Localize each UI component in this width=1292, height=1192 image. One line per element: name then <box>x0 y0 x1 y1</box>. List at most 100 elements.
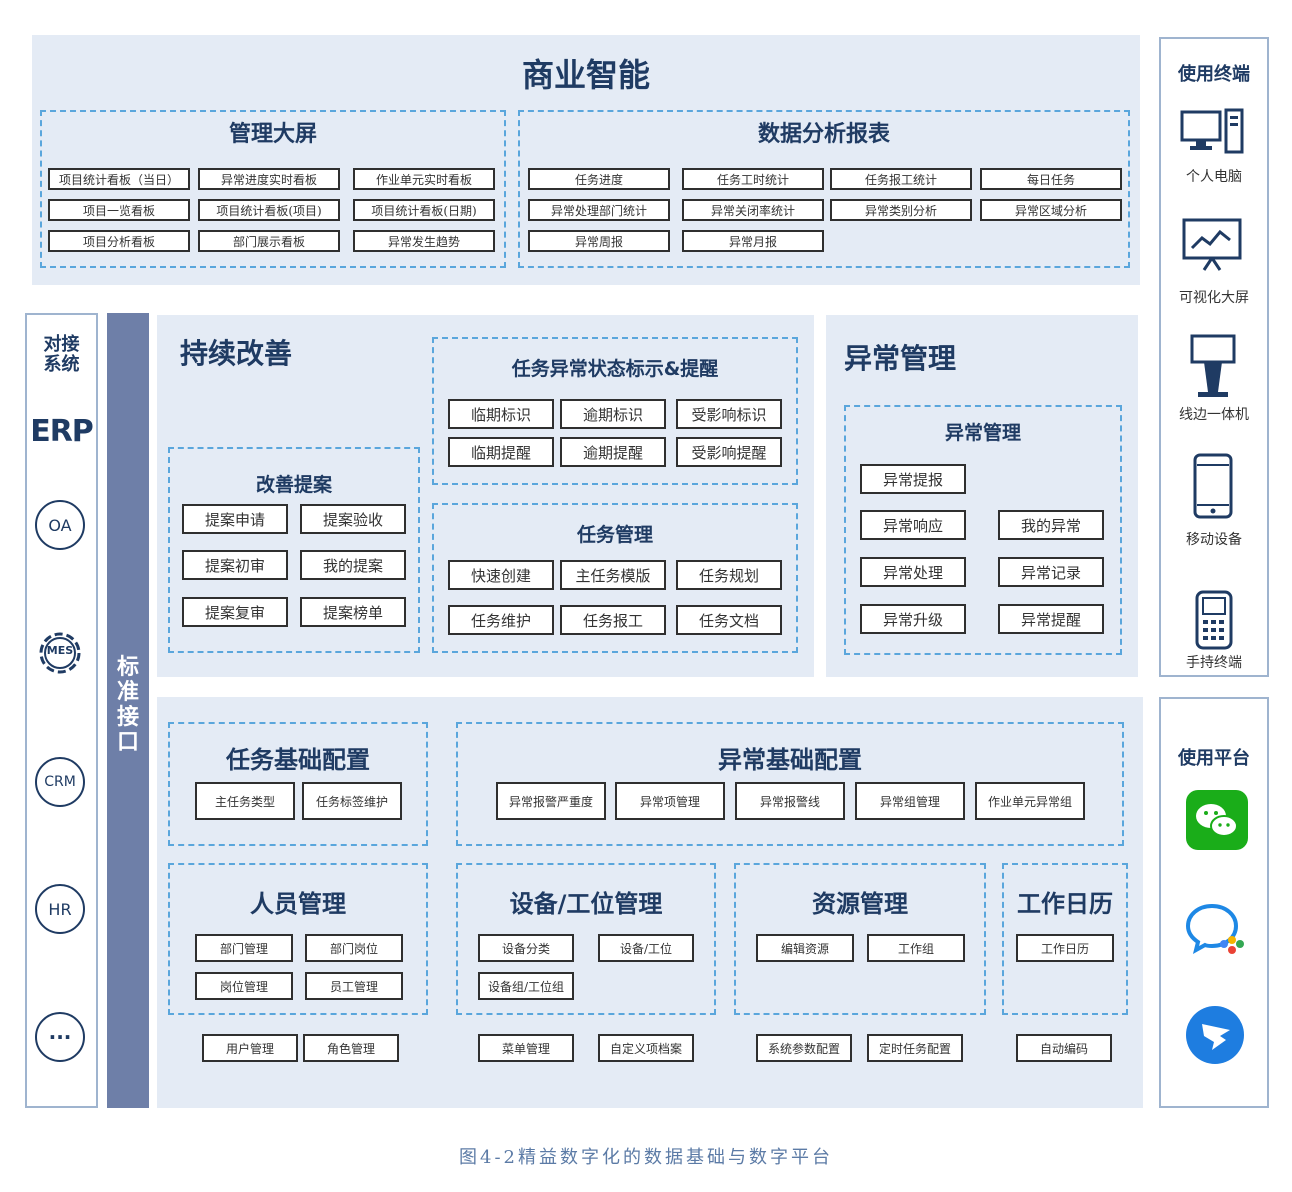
dingtalk-icon <box>1186 1006 1244 1064</box>
abn-base-title: 异常基础配置 <box>718 746 862 774</box>
equipment-item: 设备组/工位组 <box>478 972 574 1000</box>
report-item: 异常月报 <box>682 230 824 252</box>
proposal-item: 提案初审 <box>182 550 288 580</box>
task-mgmt-title: 任务管理 <box>576 524 653 546</box>
abnormal-item: 异常升级 <box>860 604 966 634</box>
proposal-item: 提案榜单 <box>300 597 406 627</box>
task-status-item: 受影响提醒 <box>676 437 782 467</box>
abnormal-item: 异常响应 <box>860 510 966 540</box>
hr-icon: HR <box>35 884 85 934</box>
people-item: 岗位管理 <box>195 972 293 1000</box>
abnormal-item: 异常处理 <box>860 557 966 587</box>
abn-base-item: 异常报警线 <box>735 782 845 820</box>
report-item: 异常处理部门统计 <box>528 199 670 221</box>
report-item: 任务进度 <box>528 168 670 190</box>
report-item: 任务报工统计 <box>830 168 972 190</box>
task-status-group <box>432 337 798 485</box>
terminals-title: 使用终端 <box>1178 64 1250 85</box>
task-status-item: 逾期标识 <box>560 399 666 429</box>
mobile-icon <box>1193 453 1233 519</box>
improve-title: 持续改善 <box>180 337 293 370</box>
task-base-item: 主任务类型 <box>195 782 295 820</box>
wechat-icon <box>1186 790 1248 850</box>
proposal-title: 改善提案 <box>255 474 332 496</box>
task-base-title: 任务基础配置 <box>226 746 370 774</box>
task-mgmt-group <box>432 503 798 653</box>
task-mgmt-item: 任务规划 <box>676 560 782 590</box>
equipment-group <box>456 863 716 1015</box>
task-mgmt-item: 快速创建 <box>448 560 554 590</box>
task-status-title: 任务异常状态标示&提醒 <box>511 358 719 380</box>
platforms-title: 使用平台 <box>1178 748 1250 769</box>
terminal-label: 手持终端 <box>1186 655 1242 671</box>
erp-label: ERP <box>30 414 94 449</box>
task-status-item: 逾期提醒 <box>560 437 666 467</box>
task-status-item: 临期标识 <box>448 399 554 429</box>
dashboard-item: 项目统计看板（当日） <box>48 168 190 190</box>
abnormal-item: 异常提报 <box>860 464 966 494</box>
resource-item: 编辑资源 <box>756 934 854 962</box>
interfaces-title: 对接系统 <box>25 335 98 375</box>
oa-label: OA <box>48 515 72 535</box>
report-item: 任务工时统计 <box>682 168 824 190</box>
task-mgmt-item: 任务维护 <box>448 605 554 635</box>
task-mgmt-item: 任务报工 <box>560 605 666 635</box>
task-mgmt-item: 主任务模版 <box>560 560 666 590</box>
calendar-group <box>1002 863 1128 1015</box>
people-title: 人员管理 <box>250 890 346 918</box>
resource-item: 工作组 <box>867 934 965 962</box>
abn-base-group <box>456 722 1124 846</box>
abn-base-item: 异常报警严重度 <box>496 782 606 820</box>
task-base-item: 任务标签维护 <box>302 782 402 820</box>
terminal-label: 个人电脑 <box>1186 169 1242 185</box>
more-label: ··· <box>48 1025 72 1049</box>
hr-label: HR <box>48 899 72 919</box>
terminal-label: 线边一体机 <box>1179 407 1249 423</box>
proposal-item: 我的提案 <box>300 550 406 580</box>
proposal-group <box>168 447 420 653</box>
system-item: 系统参数配置 <box>756 1034 852 1062</box>
interfaces-sidebar <box>25 313 98 1108</box>
interfaces-title-text: 对接系统 <box>43 334 80 375</box>
report-item: 异常类别分析 <box>830 199 972 221</box>
people-item: 部门岗位 <box>305 934 403 962</box>
equipment-item: 设备/工位 <box>598 934 694 962</box>
std-interface-label: 标准接口 <box>107 655 149 755</box>
abn-base-item: 异常项管理 <box>615 782 725 820</box>
system-item: 自动编码 <box>1016 1034 1112 1062</box>
task-base-group <box>168 722 428 846</box>
proposal-item: 提案验收 <box>300 504 406 534</box>
crm-icon: CRM <box>35 757 85 807</box>
dashboard-item: 项目统计看板(项目) <box>198 199 340 221</box>
abnormal-item: 我的异常 <box>998 510 1104 540</box>
dashboard-item: 作业单元实时看板 <box>353 168 495 190</box>
dashboard-item: 部门展示看板 <box>198 230 340 252</box>
abnormal-item: 异常提醒 <box>998 604 1104 634</box>
mes-icon: MES <box>33 626 87 680</box>
people-group <box>168 863 428 1015</box>
terminal-label: 移动设备 <box>1186 532 1242 548</box>
bi-title: 商业智能 <box>521 56 650 94</box>
more-icon: ··· <box>35 1012 85 1062</box>
handheld-icon <box>1195 590 1233 650</box>
people-item: 员工管理 <box>305 972 403 1000</box>
dashboard-item: 项目一览看板 <box>48 199 190 221</box>
equipment-title: 设备/工位管理 <box>509 890 663 918</box>
dashboard-item: 异常发生趋势 <box>353 230 495 252</box>
std-interface-bar <box>107 313 149 1108</box>
reports-group <box>518 110 1130 268</box>
system-item: 菜单管理 <box>478 1034 574 1062</box>
system-item: 自定义项档案 <box>598 1034 694 1062</box>
dashboard-item: 异常进度实时看板 <box>198 168 340 190</box>
wecom-icon <box>1184 900 1248 960</box>
figure-caption: 图4-2精益数字化的数据基础与数字平台 <box>459 1147 833 1168</box>
report-item: 异常关闭率统计 <box>682 199 824 221</box>
reports-title: 数据分析报表 <box>757 122 890 147</box>
calendar-title: 工作日历 <box>1017 890 1113 918</box>
dashboard-title: 管理大屏 <box>228 122 317 147</box>
system-item: 定时任务配置 <box>867 1034 963 1062</box>
report-item: 异常周报 <box>528 230 670 252</box>
big-screen-icon <box>1182 218 1244 272</box>
system-item: 用户管理 <box>202 1034 298 1062</box>
abnormal-item: 异常记录 <box>998 557 1104 587</box>
